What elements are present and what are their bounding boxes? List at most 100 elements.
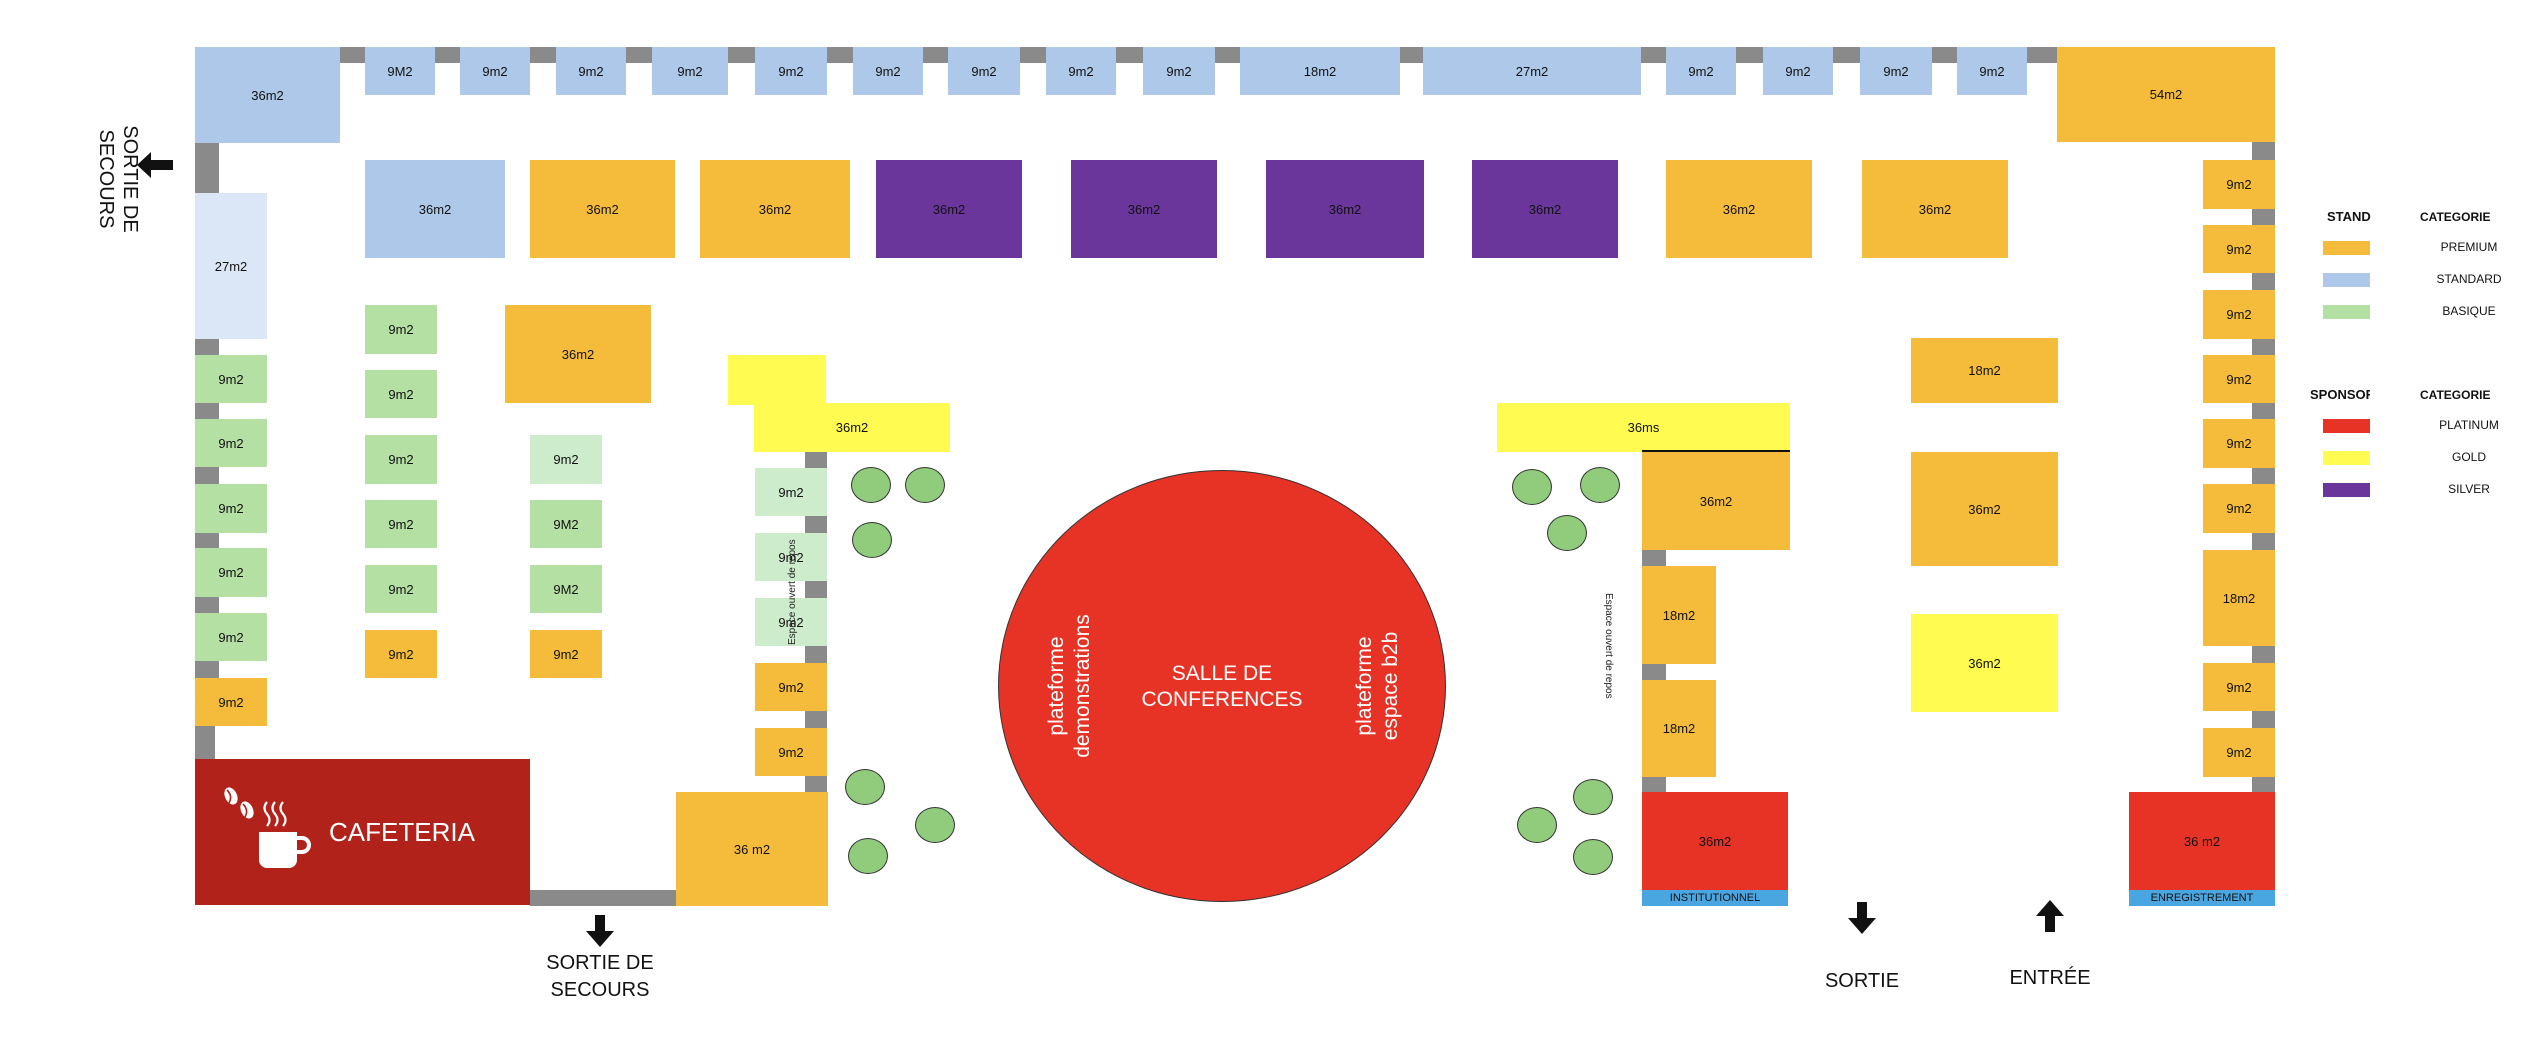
stand-premium[interactable]: 36m2 (1911, 452, 2058, 566)
stand-premium[interactable]: 36m2 (1666, 160, 1812, 258)
stand-basique[interactable]: 9m2 (365, 500, 437, 548)
stand-standard[interactable]: 9m2 (1666, 47, 1736, 95)
stand-basique[interactable]: 9m2 (195, 548, 267, 597)
stand-standard[interactable]: 9m2 (1763, 47, 1833, 95)
stand-basique[interactable]: 9M2 (530, 565, 602, 613)
stand-standard[interactable]: 9m2 (460, 47, 530, 95)
wall-separator (1932, 47, 1957, 63)
stand-silver[interactable]: 36m2 (1071, 160, 1217, 258)
stand-platinum[interactable]: 36 m2 (2129, 792, 2275, 890)
stand-basique[interactable]: 9M2 (530, 500, 602, 548)
legend-sponsor-header: SPONSOR (2310, 387, 2370, 402)
stand-size-label: 9m2 (778, 614, 804, 630)
stand-basique[interactable]: 9m2 (195, 484, 267, 533)
stand-standard[interactable]: 9m2 (755, 47, 827, 95)
stand-basique[interactable]: 9m2 (365, 370, 437, 418)
stand-premium[interactable]: 9m2 (2203, 290, 2275, 339)
stand-standard[interactable]: 9m2 (948, 47, 1020, 95)
stand-basique[interactable]: 9m2 (195, 613, 267, 661)
stand-premium[interactable]: 9m2 (365, 630, 437, 678)
stand-size-label: 9m2 (1688, 63, 1714, 79)
stand-premium[interactable]: 36m2 (1862, 160, 2008, 258)
stand-premium[interactable]: 9m2 (2203, 728, 2275, 777)
wall-separator (1642, 550, 1666, 566)
stand-size-label: 9m2 (388, 452, 414, 467)
stand-size-label: 9m2 (388, 386, 414, 402)
stand-size-label: 9m2 (1883, 63, 1909, 79)
stand-size-label: 9m2 (875, 63, 901, 79)
stand-premium[interactable]: 9m2 (755, 728, 827, 776)
stand-premium[interactable]: 36m2 (700, 160, 850, 258)
stand-standard[interactable]: 9m2 (652, 47, 728, 95)
legend-item-label: SILVER (2448, 482, 2490, 496)
stand-standard[interactable]: 9M2 (365, 47, 435, 95)
stand-premium[interactable]: 9m2 (2203, 484, 2275, 533)
stand-gold[interactable]: 36m2 (754, 403, 950, 452)
stand-standard[interactable]: 9m2 (1860, 47, 1932, 95)
wall-separator (2252, 403, 2275, 419)
rest-area-label-right: Espace ouvert de repos (1603, 593, 1614, 699)
stand-basique-light[interactable]: 9m2 (755, 533, 827, 581)
stand-premium[interactable]: 9m2 (2203, 419, 2275, 468)
stand-premium[interactable]: 18m2 (1642, 680, 1716, 777)
stand-premium[interactable]: 9m2 (530, 630, 602, 678)
stand-standard[interactable]: 9m2 (1143, 47, 1215, 95)
stand-basique-light[interactable]: 9m2 (530, 435, 602, 484)
stand-premium[interactable]: 9m2 (2203, 355, 2275, 403)
stand-size-label: 9m2 (1785, 63, 1811, 79)
wall-separator (923, 47, 948, 63)
stand-premium[interactable]: 36 m2 (676, 792, 828, 906)
stand-premium[interactable]: 9m2 (195, 678, 267, 726)
stand-premium[interactable]: 36m2 (505, 305, 651, 403)
exit-bottom-line1: SORTIE DE (546, 952, 654, 974)
stand-standard[interactable]: 9m2 (1957, 47, 2027, 95)
stand-standard[interactable]: 9m2 (556, 47, 626, 95)
stand-gold-notch[interactable] (728, 355, 826, 405)
stand-premium[interactable]: 9m2 (2203, 160, 2275, 209)
stand-premium[interactable]: 18m2 (1642, 566, 1716, 664)
stand-standard[interactable]: 9m2 (1046, 47, 1116, 95)
stand-basique-light[interactable]: 9m2 (755, 598, 827, 646)
stand-size-label: 9m2 (388, 581, 414, 597)
stand-premium[interactable]: 9m2 (2203, 225, 2275, 273)
stand-gold[interactable]: 36m2 (1911, 614, 2058, 712)
stand-size-label: 36m2 (1968, 501, 2001, 517)
stand-premium[interactable]: 18m2 (1911, 338, 2058, 403)
stand-size-label: 9m2 (2226, 436, 2252, 451)
stand-basique[interactable]: 9m2 (195, 419, 267, 467)
stand-premium[interactable]: 9m2 (2203, 663, 2275, 711)
stand-basique[interactable]: 9m2 (365, 435, 437, 484)
stand-premium[interactable]: 54m2 (2057, 47, 2275, 142)
wall-separator (626, 47, 652, 63)
stand-standard[interactable]: 36m2 (365, 160, 505, 258)
conference-room[interactable] (998, 470, 1446, 902)
stand-standard-light[interactable]: 27m2 (195, 193, 267, 339)
wall-separator (1736, 47, 1763, 63)
stand-premium[interactable]: 36m2 (530, 160, 675, 258)
stand-gold[interactable]: 36ms (1497, 403, 1790, 452)
conference-title-line1: SALLE DE (1171, 662, 1273, 685)
stand-silver[interactable]: 36m2 (876, 160, 1022, 258)
stand-silver[interactable]: 36m2 (1266, 160, 1424, 258)
stand-platinum[interactable]: 36m2 (1642, 792, 1788, 890)
stand-standard[interactable]: 36m2 (195, 47, 340, 143)
stand-premium[interactable]: 36m2 (1642, 452, 1790, 550)
stand-basique[interactable]: 9m2 (195, 355, 267, 403)
sortie-arrow-down-icon (1848, 902, 1876, 934)
tree-icon (1580, 467, 1620, 503)
wall-separator (2252, 273, 2275, 290)
stand-basique[interactable]: 9m2 (365, 305, 437, 354)
stand-silver[interactable]: 36m2 (1472, 160, 1618, 258)
stand-premium[interactable]: 9m2 (755, 663, 827, 711)
stand-basique[interactable]: 9m2 (365, 565, 437, 613)
platform-b2b-line1: plateforme (1353, 636, 1376, 736)
stand-premium[interactable]: 18m2 (2203, 550, 2275, 646)
stand-basique-light[interactable]: 9m2 (755, 468, 827, 516)
stand-size-label: 36m2 (835, 420, 869, 435)
stand-standard[interactable]: 9m2 (853, 47, 923, 95)
stand-standard[interactable]: 27m2 (1423, 47, 1641, 95)
stand-standard[interactable]: 18m2 (1240, 47, 1400, 95)
wall-separator (1642, 777, 1666, 792)
coffee-cup-icon (224, 787, 311, 868)
cafeteria[interactable]: CAFETERIA (195, 759, 530, 905)
